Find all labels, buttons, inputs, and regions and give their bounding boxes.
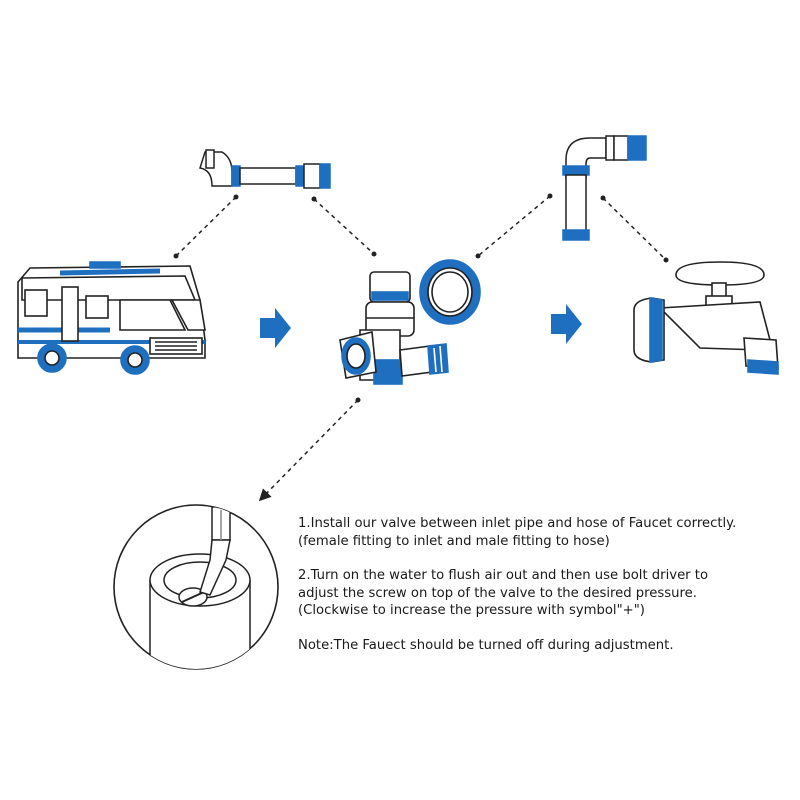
straight-pipe-illustration — [199, 149, 331, 189]
right-arrow-icon — [551, 304, 582, 344]
right-arrow-icon — [260, 308, 291, 348]
elbow-pipe-illustration — [562, 135, 647, 241]
note-text: Note:The Fauect should be turned off dur… — [298, 637, 674, 653]
faucet-illustration — [633, 261, 779, 375]
step1-line1: 1.Install our valve between inlet pipe a… — [298, 516, 737, 531]
rv-motorhome-illustration — [17, 261, 206, 375]
dashed-connector — [313, 198, 375, 255]
dashed-connector-lines — [175, 195, 667, 502]
dashed-connector — [175, 196, 237, 257]
dashed-connector — [477, 195, 551, 257]
step1-line2: (female fitting to inlet and male fittin… — [298, 533, 610, 549]
pressure-regulator-valve-illustration — [339, 259, 481, 385]
step2-line2: adjust the screw on top of the valve to … — [298, 585, 697, 601]
step2-line3: (Clockwise to increase the pressure with… — [298, 603, 645, 618]
step2-line1: 2.Turn on the water to flush air out and… — [298, 568, 709, 583]
adjustment-closeup-illustration — [113, 504, 279, 670]
instructions-text: 1.Install our valve between inlet pipe a… — [298, 515, 788, 654]
dashed-connector — [602, 197, 667, 261]
dashed-arrow — [258, 399, 359, 502]
connector-end-dots — [173, 193, 669, 403]
